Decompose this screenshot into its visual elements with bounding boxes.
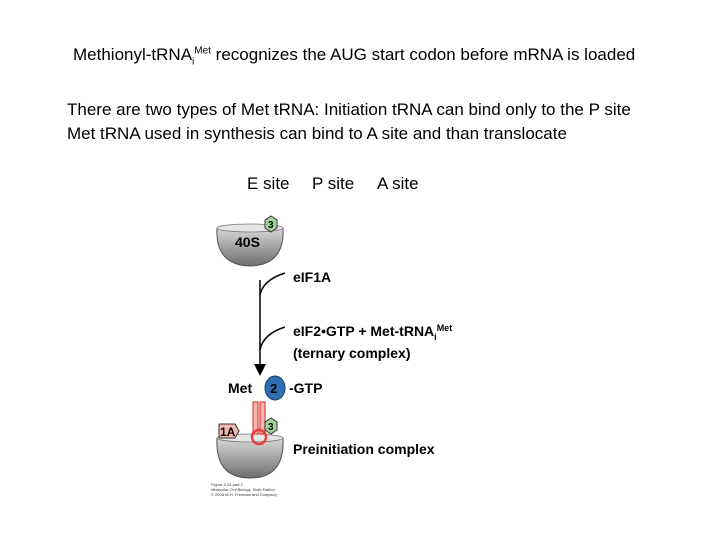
svg-text:3: 3 (268, 422, 274, 433)
gtp-label: -GTP (289, 380, 322, 396)
figure-credit: Figure 4-24 part 2 Molecular Cell Biolog… (211, 482, 277, 497)
step1-label: eIF1A (293, 269, 331, 285)
eif3-hexagon-bottom: 3 (264, 417, 278, 435)
arrow-branch-2 (259, 326, 286, 351)
svg-text:2: 2 (270, 381, 277, 396)
subunit-label: 40S (235, 234, 260, 250)
step2-label-line1: eIF2•GTP + Met-tRNAiMet (293, 323, 452, 342)
initiation-diagram: 40S 3 eIF1A eIF2•GTP + Met-tRNAiMet (ter… (211, 215, 452, 497)
svg-text:1A: 1A (220, 425, 236, 439)
slide-title: Methionyl-tRNAiMet recognizes the AUG st… (73, 45, 636, 68)
body-line-1: There are two types of Met tRNA: Initiat… (67, 100, 631, 119)
arrow-branch-1 (259, 272, 286, 296)
svg-text:Figure 4-24 part 2: Figure 4-24 part 2 (211, 482, 244, 487)
small-subunit-bottom (216, 433, 284, 479)
p-site-label: P site (312, 174, 355, 193)
svg-text:3: 3 (268, 220, 274, 231)
step2-label-line2: (ternary complex) (293, 345, 410, 361)
ribosome-site-labels: E site P site A site (247, 174, 447, 194)
body-line-2: Met tRNA used in synthesis can bind to A… (67, 124, 567, 143)
eif2-oval: 2 (264, 375, 286, 401)
small-subunit-top: 40S (216, 223, 284, 267)
svg-text:© 2008 W.H. Freeman and Compan: © 2008 W.H. Freeman and Company (211, 492, 277, 497)
e-site-label: E site (247, 174, 290, 193)
initiator-trna-icon (250, 401, 268, 446)
eif3-hexagon-top: 3 (264, 215, 278, 233)
svg-text:Molecular Cell Biology, Sixth: Molecular Cell Biology, Sixth Edition (211, 487, 276, 492)
a-site-label: A site (377, 174, 419, 193)
eif1a-box: 1A (218, 423, 240, 439)
met-label: Met (228, 380, 252, 396)
complex-label: Preinitiation complex (293, 441, 435, 457)
